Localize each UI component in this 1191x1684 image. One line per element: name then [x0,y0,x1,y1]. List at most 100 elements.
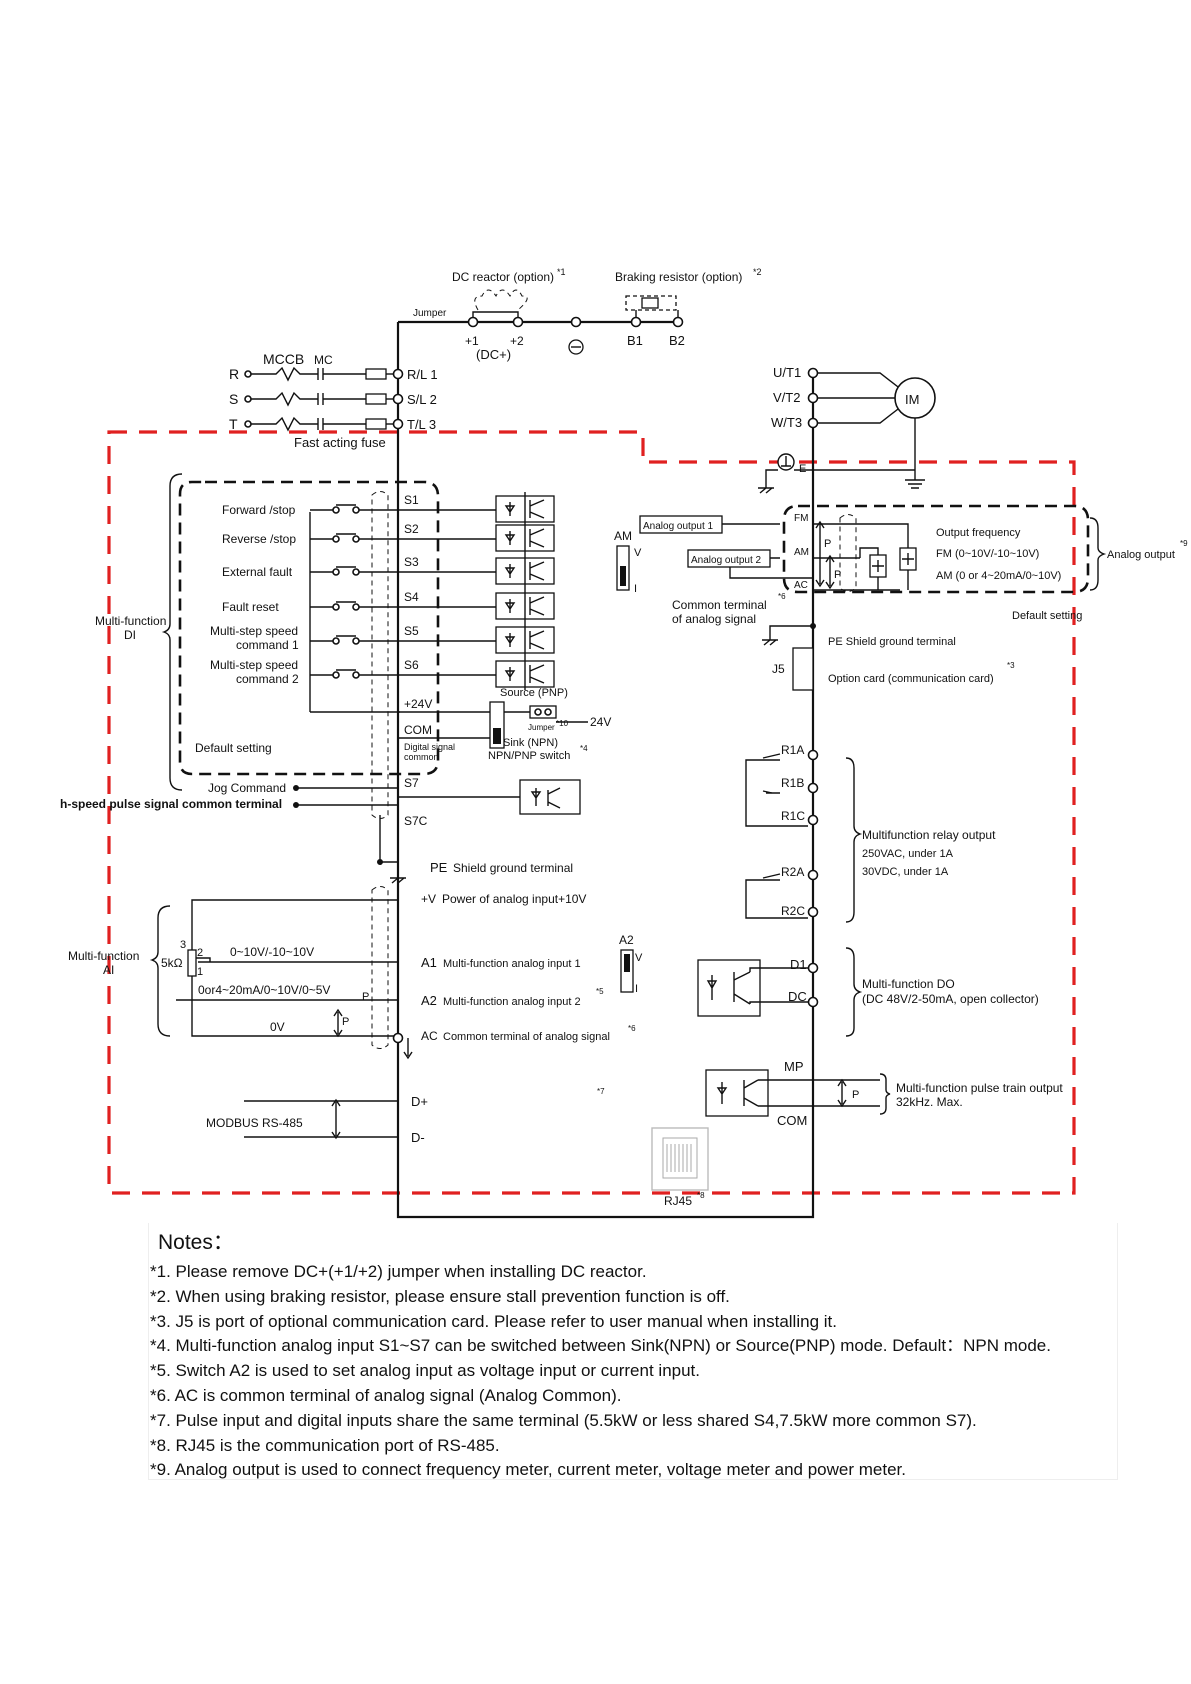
ao-fm-arrow [815,520,825,588]
terminal-rl1-label: R/L 1 [407,367,438,382]
note-item: *9. Analog output is used to connect fre… [150,1460,906,1480]
power-phase-s: S S/L 2 [229,391,437,407]
ao-common-label-2: of analog signal [672,612,756,626]
jumper-note-24v: *10 [556,719,569,728]
di-label-line2: command 1 [236,638,299,652]
motor-ground-icon [905,479,925,489]
rj45-label: RJ45 [664,1194,692,1208]
wiring-diagram: DC reactor (option) *1 Braking resistor … [60,267,1188,1219]
terminal-tl3-label: T/L 3 [407,417,436,432]
ac-note: *6 [628,1024,636,1033]
jumper-24v [529,705,557,719]
do-label-1: Multi-function DO [862,977,955,991]
di-switch-pin-a [332,603,340,611]
terminal-dc-label: DC [788,989,807,1004]
terminal-dc [807,996,819,1008]
di-switch-contact [310,533,398,540]
am-switch-i: I [634,583,637,595]
earth-symbol [781,456,791,467]
ao-common-note: *6 [778,592,786,601]
phase-r-contactor [317,368,366,380]
source-pnp-label: Source (PNP) [500,687,568,699]
notes-section: Notes： *1. Please remove DC+(+1/+2) jump… [150,1226,1110,1483]
a1-range-label: 0~10V/-10~10V [230,945,314,959]
terminal-sl2-label: S/L 2 [407,392,437,407]
phase-s-label: S [229,391,238,407]
s7-optocoupler [519,779,581,815]
modbus-label: MODBUS RS-485 [206,1116,303,1130]
pot-bottom-wire [191,976,398,1037]
di-terminal-label: S1 [404,493,419,507]
power-phase-r: R R/L 1 [229,366,438,382]
di-label: Fault reset [222,600,279,614]
terminal-mp-label: MP [784,1059,804,1074]
dc-reactor-note: *1 [557,267,566,277]
di-switch-pin-b [352,671,360,679]
di-switch-contact [310,566,398,573]
dc-plus-label: (DC+) [476,347,511,362]
pulse-label-2: 32kHz. Max. [896,1095,963,1109]
potentiometer-icon[interactable] [187,949,197,977]
analog-output-2-label: Analog output 2 [691,555,761,566]
terminal-s7-label: S7 [404,776,419,790]
pe-analog-dot [377,859,383,865]
note-item: *4. Multi-function analog input S1~S7 ca… [150,1336,1051,1356]
analog-output-note: *9 [1180,539,1188,548]
note-item: *8. RJ45 is the communication port of RS… [150,1435,500,1455]
rj45-port-icon[interactable] [651,1127,709,1191]
pe-analog-ground-icon [390,866,406,884]
pulse-optocoupler [705,1069,769,1117]
ai-group-label-2: AI [103,963,114,977]
di-optocoupler-icon [504,664,545,684]
pulse-common-label: h-speed pulse signal common terminal [60,797,282,811]
plus-v-desc: Power of analog input+10V [442,892,586,906]
do-optocoupler-icon [706,971,751,1005]
ao-common-label-1: Common terminal [672,598,767,612]
di-label: Multi-step speed [210,624,298,638]
npn-pnp-switch-knob [493,728,501,744]
am-switch-label: AM [614,529,632,543]
terminal-r2a [807,869,819,881]
di-switch-contact [310,504,398,511]
terminal-r2c-label: R2C [781,904,805,918]
terminal-a2-label: A2 [421,993,437,1008]
di-optocoupler-icon [504,528,545,548]
j5-connector[interactable] [792,647,814,691]
terminal-dminus-label: D- [411,1130,425,1145]
terminal-vt2 [807,392,819,404]
phase-s-breaker [251,391,318,407]
fm-range-label: FM (0~10V/-10~10V) [936,548,1039,560]
pulse-optocoupler-icon [716,1079,759,1107]
di-switch-pin-a [332,637,340,645]
jumper-pin-1 [534,708,542,716]
option-pe-label: PE Shield ground terminal [828,636,956,648]
jumper-pin-2 [544,708,552,716]
do-brace [845,947,863,1037]
terminal-minus-symbol [568,339,584,355]
note-item: *7. Pulse input and digital inputs share… [150,1410,977,1430]
phase-r-label: R [229,366,239,382]
note-item: *5. Switch A2 is used to set analog inpu… [150,1361,701,1381]
pe-analog-label: PE [430,860,448,875]
option-pe-ground-icon [762,625,813,646]
phase-t-fuse [365,418,387,430]
s7-optocoupler-icon [530,787,561,809]
terminal-vt2-label: V/T2 [773,390,800,405]
terminal-b2 [672,316,684,328]
ao-p-label-1: P [824,538,831,550]
main-frame [396,322,815,1219]
npn-pnp-note: *4 [580,744,588,753]
notes-list: *1. Please remove DC+(+1/+2) jumper when… [150,1260,1110,1483]
terminal-ut1-label: U/T1 [773,365,801,380]
do-label-2: (DC 48V/2-50mA, open collector) [862,992,1039,1006]
terminal-plus1 [467,316,479,328]
di-label: Forward /stop [222,503,296,517]
di-label: External fault [222,565,293,579]
phase-t-breaker [251,416,318,432]
relay-label-1: Multifunction relay output [862,828,996,842]
ao-out-wires [813,523,900,591]
ao-default-setting: Default setting [1012,610,1082,622]
ac-arrow [403,1038,413,1060]
